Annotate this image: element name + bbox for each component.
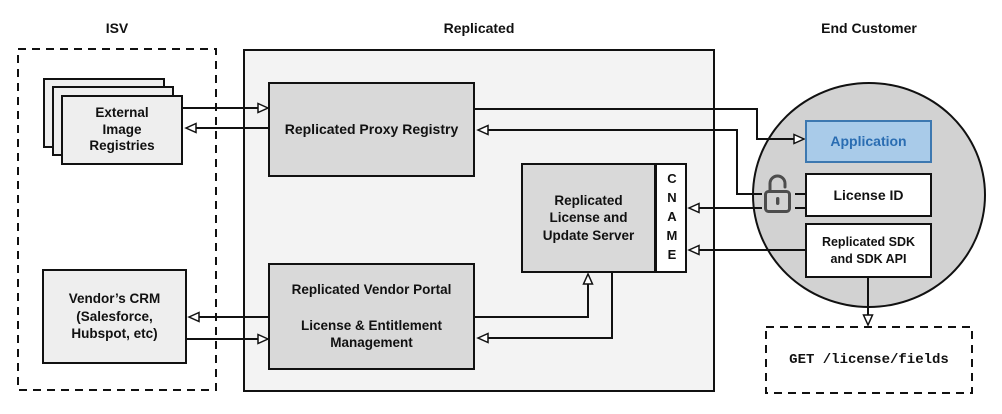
replicated-proxy-registry-node: Replicated Proxy Registry [268, 82, 475, 177]
vendor-crm-node: Vendor’s CRM (Salesforce, Hubspot, etc) [42, 269, 187, 364]
arrowhead-into-registries [184, 122, 197, 134]
arrow-license-id-to-proxy [488, 129, 762, 195]
application-node: Application [805, 120, 932, 163]
arrow-portal-to-server [474, 284, 589, 318]
section-label-replicated: Replicated [443, 20, 515, 36]
arrowhead-into-portal-right [476, 332, 489, 344]
arrowhead-into-cname-upper [687, 202, 700, 214]
section-label-isv: ISV [105, 20, 129, 36]
arrowhead-into-get-box [862, 314, 874, 327]
arrowhead-into-portal-left [257, 333, 270, 345]
arrowhead-into-proxy-left [257, 102, 270, 114]
arrowhead-into-crm [187, 311, 200, 323]
external-image-registries-node: External Image Registries [61, 95, 183, 165]
replicated-vendor-portal-node: Replicated Vendor Portal License & Entit… [268, 263, 475, 370]
section-label-end-customer: End Customer [821, 20, 917, 36]
arrowhead-into-proxy-right [476, 124, 489, 136]
get-endpoint-dashed-box-border [765, 326, 973, 394]
arrowhead-into-cname-lower [687, 244, 700, 256]
arrowhead-into-server [582, 272, 594, 285]
arrow-server-to-portal [488, 273, 613, 339]
cname-node: CNAME [655, 163, 687, 273]
replicated-sdk-node: Replicated SDK and SDK API [805, 223, 932, 278]
replicated-license-update-server-node: Replicated License and Update Server [521, 163, 656, 273]
get-license-fields-endpoint: GET /license/fields [789, 352, 949, 368]
arrow-proxy-to-application [474, 108, 794, 140]
arrowhead-into-application [793, 133, 806, 145]
isv-dashed-container [17, 48, 217, 391]
license-id-node: License ID [805, 173, 932, 217]
unlock-icon [764, 174, 791, 213]
